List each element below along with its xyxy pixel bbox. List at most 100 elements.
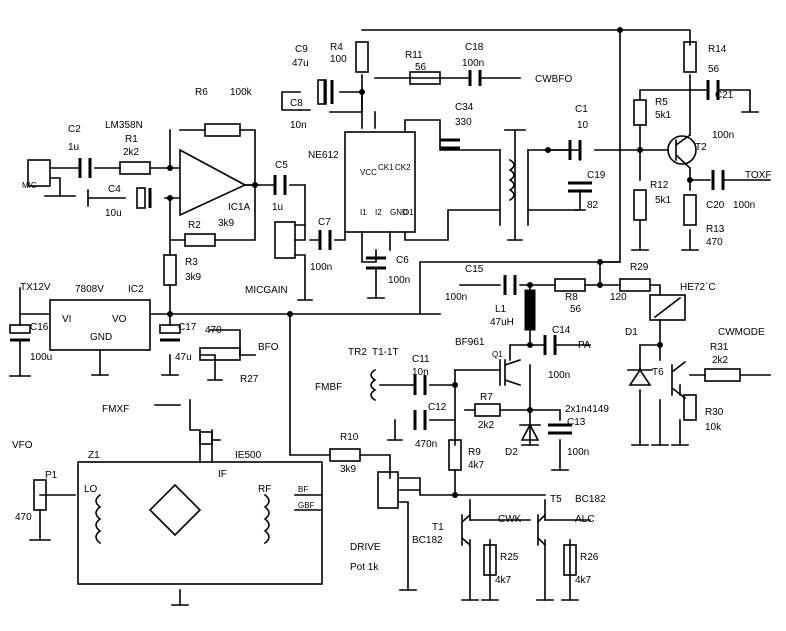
bf961-shape — [499, 358, 522, 387]
label-r13-value: 470 — [706, 237, 723, 248]
label-c15: C15 — [465, 264, 484, 275]
label-toxf: TOXF — [745, 170, 771, 181]
label-c16: C16 — [30, 322, 49, 333]
label-pot1k: Pot 1k — [350, 562, 379, 573]
label-r1: R1 — [125, 134, 138, 145]
ne612-ck1: CK1 — [378, 163, 394, 172]
t2-shape — [667, 135, 697, 165]
rf-coil — [263, 493, 270, 545]
t1-shape — [460, 513, 472, 547]
label-r26: R26 — [580, 552, 599, 563]
label-bc182-t5: BC182 — [575, 494, 606, 505]
ne612-i2: I2 — [375, 208, 382, 217]
label-r4: R4 — [330, 42, 343, 53]
r29-body — [619, 278, 651, 292]
label-c20: C20 — [706, 200, 725, 211]
label-r7-value: 2k2 — [478, 420, 495, 431]
c21-shape — [706, 80, 720, 100]
label-c13-value: 100n — [567, 447, 589, 458]
label-gnd: GND — [90, 332, 112, 343]
label-r10-value: 3k9 — [340, 464, 357, 475]
c17-shape — [159, 324, 181, 334]
label-vi: VI — [62, 314, 71, 325]
label-r2: R2 — [188, 220, 201, 231]
label-c4-value: 10u — [105, 208, 122, 219]
c9-shape — [317, 79, 327, 105]
ne612-ck2: CK2 — [395, 163, 411, 172]
label-r13: R13 — [706, 224, 725, 235]
label-cwk: CWK — [498, 514, 522, 525]
label-c16-value: 100u — [30, 352, 52, 363]
label-t6: T6 — [652, 367, 664, 378]
label-c18: C18 — [465, 42, 484, 53]
r14-body — [683, 41, 697, 73]
label-r31-value: 2k2 — [712, 355, 729, 366]
label-t5: T5 — [550, 494, 562, 505]
label-r30-value: 10k — [705, 422, 722, 433]
j-input-shape — [27, 159, 51, 187]
r10-body — [329, 448, 361, 462]
label-ne612: NE612 — [308, 150, 339, 161]
label-c20-value: 100n — [733, 200, 755, 211]
p1-body — [33, 479, 47, 511]
ie500-body — [77, 461, 323, 585]
label-r27: R27 — [240, 374, 259, 385]
label-r9-value: 4k7 — [468, 460, 485, 471]
label-r14-value: 56 — [708, 64, 720, 75]
r1-body — [119, 161, 151, 175]
label-fmbf: FMBF — [315, 382, 342, 393]
ne612-vcc: VCC — [360, 168, 377, 177]
label-c17: C17 — [178, 322, 197, 333]
t5-shape — [536, 513, 547, 547]
l1-shape — [524, 289, 536, 331]
label-c14-value: 100n — [548, 370, 570, 381]
label-d1: D1 — [625, 327, 638, 338]
c11-shape — [413, 375, 427, 395]
label-ie500: IE500 — [235, 450, 262, 461]
transformer-coil — [508, 158, 515, 202]
label-relay: HE72`C — [680, 281, 716, 293]
label-7808v: 7808V — [75, 284, 104, 295]
label-c13: C13 — [567, 417, 586, 428]
label-bfo: BFO — [258, 342, 279, 353]
c34-shape — [440, 138, 460, 150]
label-p1-value: 470 — [15, 512, 32, 523]
label-r9: R9 — [468, 447, 481, 458]
label-r4-value: 100 — [330, 54, 347, 65]
label-q1: Q1 — [492, 350, 503, 359]
label-t1-1t: T1-1T — [372, 347, 399, 358]
label-micgain: MICGAIN — [245, 285, 288, 296]
relay-body — [649, 294, 686, 321]
label-c9: C9 — [295, 44, 308, 55]
c18-shape — [468, 70, 482, 86]
label-r12: R12 — [650, 180, 669, 191]
c2-shape — [78, 158, 92, 178]
label-l1: L1 — [495, 304, 507, 315]
diode-ring — [148, 483, 202, 537]
label-c11-value: 10n — [412, 367, 429, 378]
label-bf: BF — [298, 485, 308, 494]
label-if: IF — [218, 469, 227, 480]
r26-body — [563, 544, 577, 576]
label-c14: C14 — [552, 325, 571, 336]
r30-body — [683, 394, 697, 421]
r4-body — [355, 41, 369, 73]
label-c2-value: 1u — [68, 142, 79, 153]
c6-shape — [366, 256, 386, 270]
label-r26-value: 4k7 — [575, 575, 592, 586]
ne612-gnd: GND — [390, 208, 408, 217]
wires — [19, 29, 771, 606]
ne612-o1: O1 — [403, 208, 414, 217]
label-c18-value: 100n — [462, 58, 484, 69]
label-c21-value: 100n — [712, 130, 734, 141]
label-c1: C1 — [575, 104, 588, 115]
label-c2: C2 — [68, 124, 81, 135]
label-r10: R10 — [340, 432, 359, 443]
label-c5: C5 — [275, 160, 288, 171]
label-r5-value: 5k1 — [655, 110, 672, 121]
label-ic1a: IC1A — [228, 202, 251, 213]
ic1a-triangle — [179, 148, 247, 217]
r25-body — [483, 544, 497, 576]
label-c1-value: 10 — [577, 120, 589, 131]
